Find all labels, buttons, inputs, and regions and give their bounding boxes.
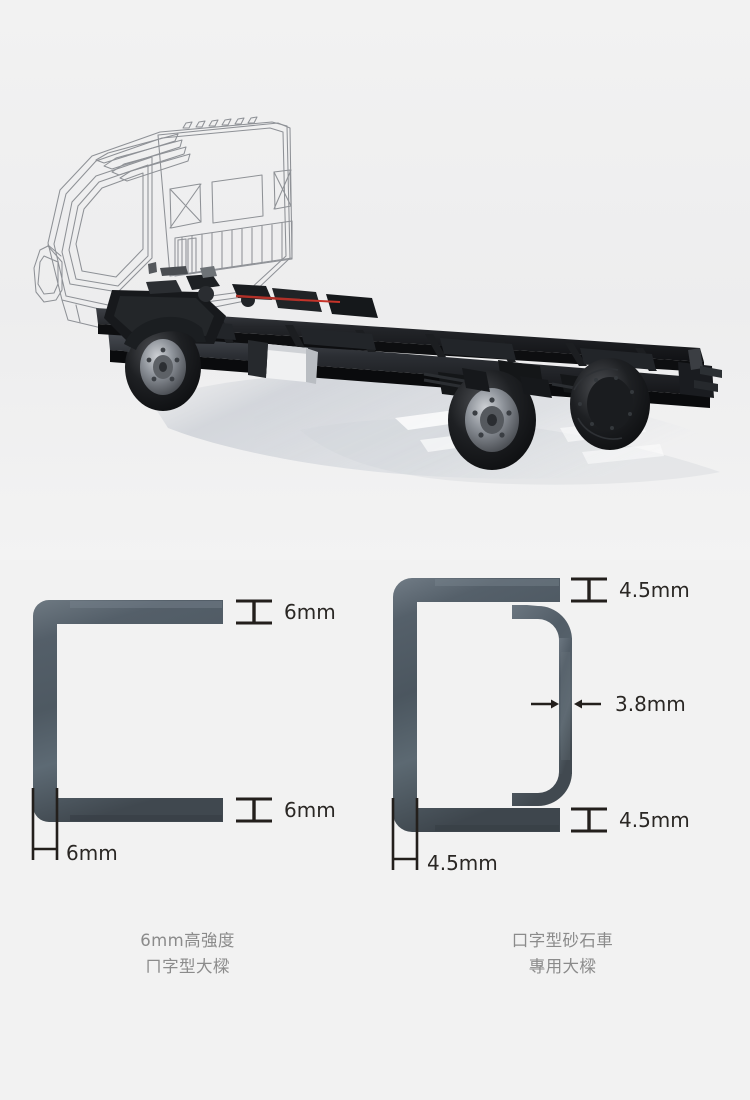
- spec-figure-c-channel: 6mm 6mm 6mm 6mm高強度 ㄇ字: [0, 560, 375, 1100]
- fuel-tank-box: [248, 340, 318, 384]
- caption-line-2: 專用大樑: [528, 957, 597, 976]
- c-channel-profile: [33, 600, 223, 822]
- dimension-marker-inner-web: [531, 699, 601, 709]
- front-wheel: [124, 316, 206, 411]
- c-channel-diagram: 6mm 6mm 6mm: [31, 599, 336, 865]
- rear-wheel-inner: [570, 358, 650, 450]
- label-top-flange: 4.5mm: [619, 578, 690, 602]
- label-inner-web: 3.8mm: [615, 692, 686, 716]
- label-outer-web: 4.5mm: [427, 851, 498, 875]
- caption-box-section: 口字型砂石車 專用大樑: [375, 928, 750, 980]
- label-top-flange: 6mm: [284, 600, 336, 624]
- caption-line-1: 6mm高強度: [140, 931, 235, 950]
- box-section-diagram: 4.5mm 3.8mm 4.5mm: [391, 577, 690, 875]
- caption-line-2: ㄇ字型大樑: [145, 957, 230, 976]
- rear-hitch: [678, 348, 722, 398]
- cab-wireframe-outline: [33, 116, 293, 331]
- dimension-marker-outer-web: [391, 798, 419, 870]
- spec-figure-box-section: 4.5mm 3.8mm 4.5mm: [375, 560, 750, 1100]
- rear-wheel-outer: [448, 370, 536, 470]
- label-bottom-flange: 4.5mm: [619, 808, 690, 832]
- truck-chassis-illustration: [0, 0, 750, 560]
- dimension-marker-bottom-flange: [236, 797, 272, 823]
- dimension-marker-web-width: [31, 788, 59, 860]
- label-web-width: 6mm: [66, 841, 118, 865]
- box-outer-channel: [393, 578, 560, 832]
- hero-image-panel: [0, 0, 750, 560]
- dimension-marker-bottom-flange: [571, 807, 607, 833]
- caption-c-channel: 6mm高強度 ㄇ字型大樑: [0, 928, 375, 980]
- box-inner-channel: [512, 605, 572, 806]
- beam-cross-section-panel: 6mm 6mm 6mm 6mm高強度 ㄇ字: [0, 560, 750, 1100]
- label-bottom-flange: 6mm: [284, 798, 336, 822]
- dimension-marker-top-flange: [236, 599, 272, 625]
- truck-chassis-stage: [0, 0, 750, 560]
- caption-line-1: 口字型砂石車: [511, 931, 614, 950]
- dimension-marker-top-flange: [571, 577, 607, 603]
